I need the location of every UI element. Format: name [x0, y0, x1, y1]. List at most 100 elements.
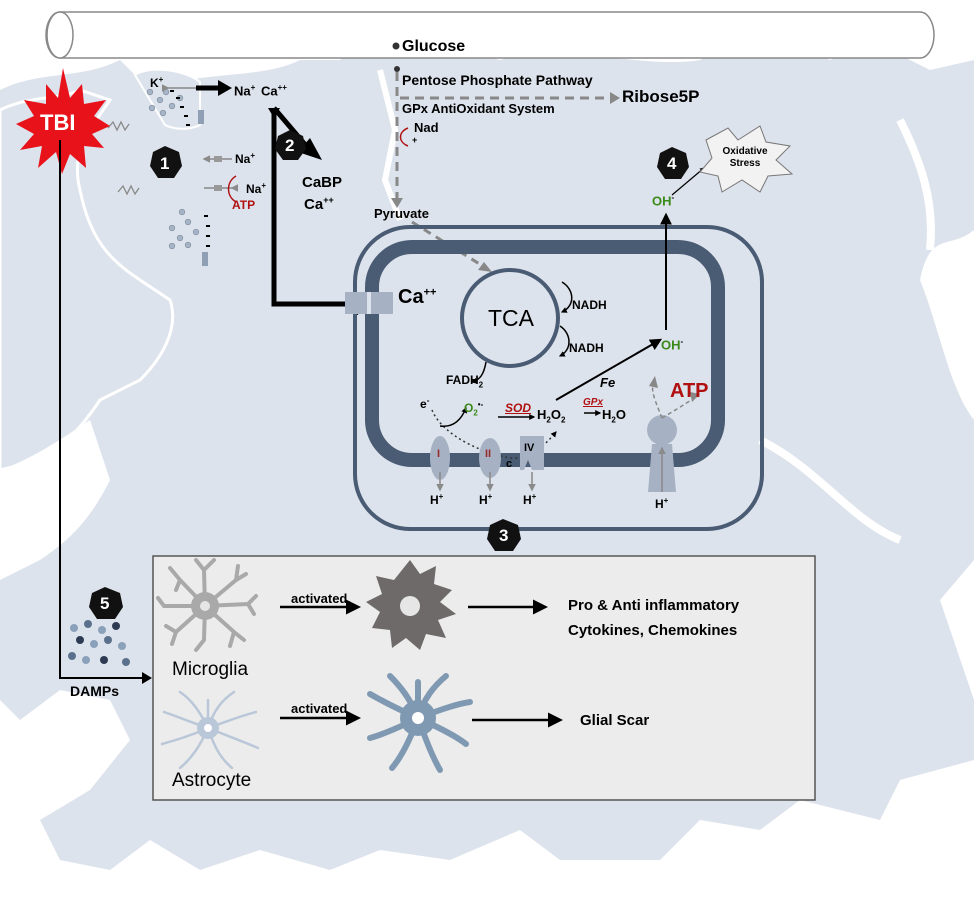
tbi-burst-icon — [16, 68, 110, 174]
cabp-label: CaBP — [302, 174, 343, 191]
astrocyte-resting-nucleus — [204, 724, 212, 732]
step-number-1: 1 — [160, 154, 170, 173]
membrane-charges-bottom — [204, 215, 210, 247]
sod-label: SOD — [505, 401, 532, 415]
step-number-3: 3 — [499, 526, 509, 545]
glucose-dot — [392, 42, 400, 50]
nad-charge: + — [412, 135, 418, 145]
pyruvate-label: Pyruvate — [374, 206, 429, 221]
complex-ii-label: II — [485, 448, 492, 460]
microglia-activated-nucleus — [400, 596, 420, 616]
atp-release-arrowhead-right — [690, 392, 700, 402]
hydroxyl-inner-label: OH- — [661, 337, 684, 353]
complex-i — [430, 436, 450, 480]
tbi-to-cells-arrowhead — [142, 672, 152, 684]
tbi-to-damps-line — [59, 140, 144, 679]
step-badge-shapes — [89, 130, 689, 619]
calcium-influx-label: Ca++ — [261, 83, 287, 99]
synaptic-terminal — [133, 68, 201, 130]
microglia-resting-nucleus — [200, 601, 210, 611]
tca-cycle-circle — [460, 268, 560, 368]
complex-iv — [520, 436, 544, 470]
ion-channel-top — [198, 110, 204, 124]
electron-label: e- — [420, 396, 430, 411]
step-number-4: 4 — [667, 154, 677, 173]
mito-outer-membrane — [353, 225, 764, 531]
step-number-2: 2 — [285, 136, 295, 155]
microglia-resting-icon — [156, 558, 258, 652]
tissue-white-gap — [0, 420, 110, 580]
oxidative-stress-burst — [699, 125, 794, 193]
atp-label: ATP — [670, 380, 709, 402]
fadh-label: FADH2 — [446, 373, 484, 390]
fadh-curve — [470, 361, 487, 384]
mito-calcium-label: Ca++ — [398, 286, 437, 308]
microglia-label: Microglia — [172, 659, 249, 680]
membrane-charges-top — [170, 90, 190, 126]
gpx-system-label: GPx AntiOxidant System — [402, 101, 555, 116]
glial-scar-label: Glial Scar — [580, 712, 650, 729]
electron-to-o2-arrow — [439, 406, 468, 427]
nad-curve-icon — [399, 127, 409, 147]
fenton-arrow — [555, 338, 663, 401]
injury-squiggle-1 — [107, 120, 130, 132]
inflammation-panel — [152, 555, 816, 801]
complex-iv-label: IV — [524, 442, 535, 454]
oxidative-stress-label: Oxidative Stress — [722, 146, 768, 169]
astrocyte-activated-label: activated — [291, 701, 348, 716]
potassium-label: K+ — [150, 75, 164, 90]
damps-label: DAMPs — [70, 683, 120, 699]
cytochrome-c-label: c — [506, 458, 513, 470]
proton-label-2: H+ — [479, 492, 493, 507]
microglia-activated-label: activated — [291, 591, 348, 606]
sodium-label-2: Na+ — [246, 181, 267, 196]
astrocyte-activated-nucleus — [412, 712, 424, 724]
superoxide-label: O2•- — [464, 400, 484, 418]
ppp-label: Pentose Phosphate Pathway — [402, 72, 593, 88]
ribose-label: Ribose5P — [622, 87, 700, 106]
gpx-label: GPx — [583, 397, 604, 408]
mito-inner-membrane — [365, 240, 725, 467]
glucose-branch-dot — [394, 66, 400, 72]
cytokines-label-line2: Cytokines, Chemokines — [568, 622, 738, 639]
injury-squiggle-2 — [117, 184, 140, 196]
hydrogen-peroxide-label: H2O2 — [537, 407, 566, 425]
nadh-curve-2 — [558, 325, 570, 357]
complex-ii — [479, 438, 501, 478]
atp-release-arrowhead-left — [649, 376, 658, 388]
blood-vessel — [45, 11, 935, 59]
na-channel-1 — [214, 156, 222, 162]
proton-label-4: H+ — [655, 496, 669, 511]
astrocyte-label: Astrocyte — [172, 770, 252, 791]
nad-label: Nad — [414, 120, 439, 135]
complex-i-label: I — [437, 448, 441, 460]
nadh-label-1: NADH — [572, 298, 607, 312]
ppp-arrowhead — [610, 92, 620, 104]
cabp-buffer-arrowhead — [298, 138, 322, 160]
hydroxyl-outer-label: OH- — [652, 193, 675, 209]
atp-synthase-head — [647, 415, 677, 445]
tissue-white-crack-right — [758, 118, 935, 544]
cytokines-label-line1: Pro & Anti inflammatory — [568, 597, 740, 614]
nadh-label-2: NADH — [569, 341, 604, 355]
water-label: H2O — [602, 407, 626, 425]
damps-particles — [68, 620, 130, 666]
proton-label-3: H+ — [523, 492, 537, 507]
atp-curve-icon — [227, 175, 237, 203]
glucose-label: Glucose — [402, 38, 466, 55]
calcium-pathway-top-wedge — [268, 108, 280, 118]
nadh-curve-1 — [560, 281, 573, 313]
pyruvate-arrowhead-down — [391, 198, 403, 208]
vesicle-cluster-bottom — [168, 208, 200, 250]
proton-label-1: H+ — [430, 492, 444, 507]
ion-channel-bottom — [202, 252, 208, 266]
sodium-influx-label: Na+ — [234, 83, 256, 99]
cabp-calcium-label: Ca++ — [304, 195, 334, 213]
oh-to-oxidative-stress-arrow — [671, 167, 705, 196]
calcium-pathway-line — [271, 108, 356, 307]
sodium-label-1: Na+ — [235, 151, 256, 166]
atp-pump-label: ATP — [232, 198, 256, 212]
step-number-5: 5 — [100, 594, 110, 613]
